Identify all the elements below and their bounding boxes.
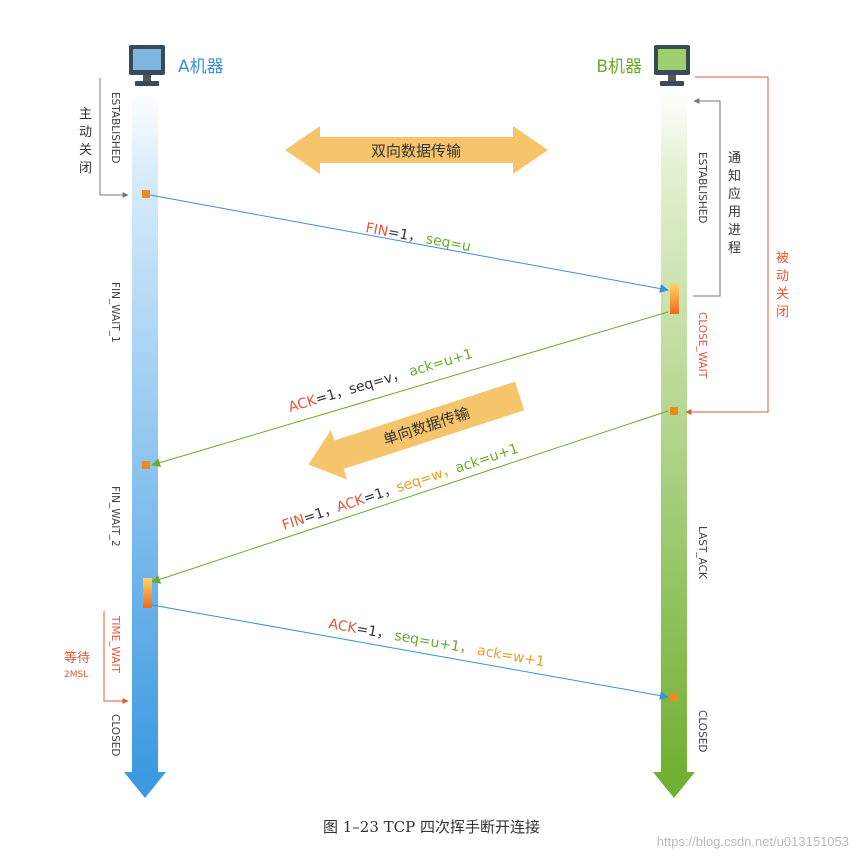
timeline-b <box>653 90 695 798</box>
marker-a-fin-sent <box>142 190 150 198</box>
machine-a-label: A机器 <box>178 57 224 77</box>
message-3-label: FIN=1，ACK=1，seq=w，ack=u+1 <box>280 441 520 534</box>
svg-text:ESTABLISHED: ESTABLISHED <box>696 152 708 224</box>
message-fin-b-to-a <box>151 410 669 584</box>
watermark: https://blog.csdn.net/u013151053 <box>656 834 849 849</box>
svg-text:TIME_WAIT: TIME_WAIT <box>109 615 121 674</box>
marker-a-fin-received <box>143 578 152 608</box>
message-1-label: FIN=1，seq=u <box>364 220 472 255</box>
state-a-established: ESTABLISHED <box>109 92 121 164</box>
active-close-note: 主动关闭 <box>79 107 92 176</box>
marker-a-ack-received <box>142 461 150 469</box>
notify-app-note: 通知应用进程 <box>728 151 741 256</box>
state-a-closed: CLOSED <box>109 714 121 756</box>
state-b-established: ESTABLISHED <box>696 152 708 224</box>
passive-close-bracket <box>685 76 769 415</box>
bidirectional-transfer-band: 双向数据传输 <box>285 126 548 174</box>
svg-text:FIN_WAIT_1: FIN_WAIT_1 <box>109 282 121 343</box>
state-b-close-wait: CLOSE_WAIT <box>696 312 708 379</box>
state-a-fin-wait-1: FIN_WAIT_1 <box>109 282 121 343</box>
computer-b-icon <box>654 45 690 86</box>
state-b-last-ack: LAST_ACK <box>696 526 708 580</box>
wait-2msl-bracket <box>103 611 129 704</box>
message-ack-b-to-a <box>151 311 669 468</box>
notify-app-bracket <box>693 98 721 297</box>
svg-text:ACK=1，seq=u+1，ack=w+1: ACK=1，seq=u+1，ack=w+1 <box>327 616 546 670</box>
wait-2msl-note: 2MSL <box>64 670 88 680</box>
computer-a-icon <box>129 45 165 86</box>
svg-text:FIN_WAIT_2: FIN_WAIT_2 <box>109 486 121 547</box>
svg-text:LAST_ACK: LAST_ACK <box>696 526 708 580</box>
message-4-label: ACK=1，seq=u+1，ack=w+1 <box>327 616 546 670</box>
marker-b-fin-sent <box>670 407 678 415</box>
svg-text:CLOSED: CLOSED <box>696 710 708 752</box>
marker-b-ack-received <box>670 693 678 701</box>
state-a-time-wait: TIME_WAIT <box>109 615 121 674</box>
svg-text:FIN=1，seq=u: FIN=1，seq=u <box>364 220 472 255</box>
timeline-a <box>124 90 166 798</box>
active-close-bracket <box>99 78 129 198</box>
message-fin-a-to-b <box>149 194 669 293</box>
svg-text:FIN=1，ACK=1，seq=w，ack=u+1: FIN=1，ACK=1，seq=w，ack=u+1 <box>280 441 520 534</box>
svg-text:CLOSE_WAIT: CLOSE_WAIT <box>696 312 708 379</box>
passive-close-note: 被动关闭 <box>776 251 789 320</box>
machine-b-label: B机器 <box>596 57 642 77</box>
marker-b-fin-received <box>670 284 679 314</box>
wait-note: 等待 <box>64 650 90 666</box>
state-b-closed: CLOSED <box>696 710 708 752</box>
svg-text:CLOSED: CLOSED <box>109 714 121 756</box>
bidirectional-label: 双向数据传输 <box>371 142 461 160</box>
svg-text:ESTABLISHED: ESTABLISHED <box>109 92 121 164</box>
state-a-fin-wait-2: FIN_WAIT_2 <box>109 486 121 547</box>
figure-caption: 图 1–23 TCP 四次挥手断开连接 <box>322 818 540 836</box>
message-ack-a-to-b <box>151 604 669 701</box>
